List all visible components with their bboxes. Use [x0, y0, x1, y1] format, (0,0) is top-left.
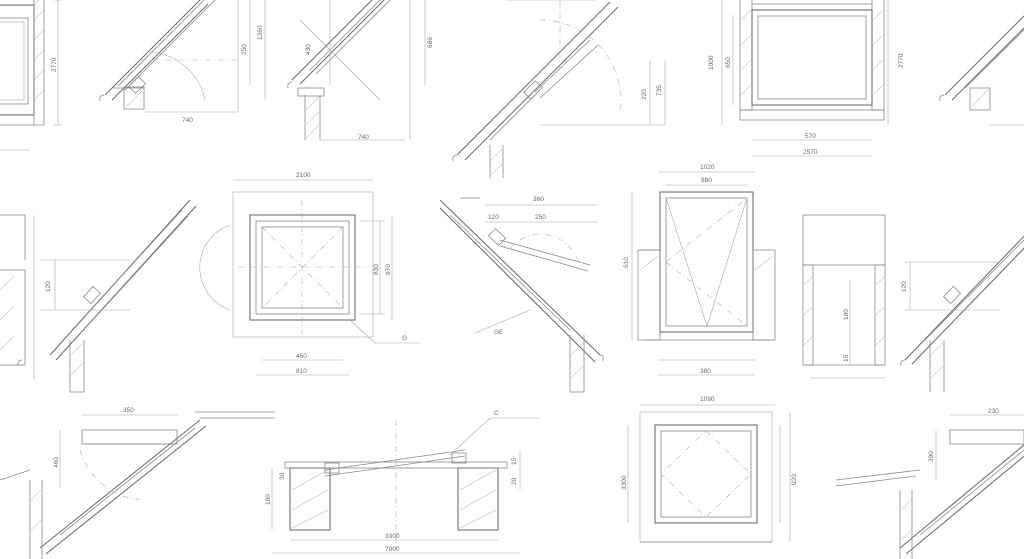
roof-section-bottom-left: 350 460: [0, 407, 275, 559]
dim-120-right: 120: [901, 281, 908, 292]
dim-1020: 1020: [700, 164, 715, 171]
dim-450: 450: [296, 353, 307, 360]
dim-610: 610: [623, 257, 630, 268]
dim-360: 360: [533, 196, 544, 203]
dim-740-s1: 740: [182, 117, 193, 124]
roof-section-bottom-right: 230 390: [835, 408, 1024, 559]
dim-g-label: G: [402, 335, 407, 342]
dim-15-b: 15: [511, 457, 518, 465]
roof-section-left-mid: 120: [0, 199, 197, 393]
dim-380: 380: [700, 368, 711, 375]
dim-1360: 1360: [257, 25, 264, 40]
dim-735: 735: [656, 85, 663, 96]
dim-250-mid: 250: [535, 214, 546, 221]
dim-2770-right: 2770: [898, 53, 905, 68]
dim-880: 880: [701, 177, 712, 184]
dim-2100: 2100: [296, 172, 311, 179]
dim-650: 650: [725, 57, 732, 68]
dim-120-mid: 120: [488, 214, 499, 221]
window-plan-diamond: 1090 3300 920: [621, 396, 798, 543]
dim-920: 920: [791, 474, 798, 485]
dim-180: 180: [843, 309, 850, 320]
dim-3300-b: 3300: [621, 475, 628, 490]
dim-2570: 2570: [803, 149, 818, 156]
dim-c-label: C: [494, 410, 499, 417]
dim-740-s2: 740: [358, 134, 369, 141]
roof-section-3: 220 735: [452, 0, 666, 178]
dim-1000: 1000: [708, 55, 715, 70]
dim-220: 220: [641, 89, 648, 100]
dim-1090: 1090: [700, 396, 715, 403]
window-section-right-mid: 180 15: [802, 214, 886, 379]
dim-ge-label: GE: [494, 329, 504, 336]
dim-15: 15: [843, 354, 850, 362]
dim-810: 810: [296, 368, 307, 375]
dim-430: 430: [305, 44, 312, 55]
dim-970: 970: [385, 264, 392, 275]
window-elevation-mid: 1020 880 610 380: [623, 164, 776, 376]
dim-570: 570: [805, 133, 816, 140]
dim-686: 686: [427, 37, 434, 48]
dim-460: 460: [53, 457, 60, 468]
dim-350: 350: [123, 407, 134, 414]
roof-section-right-mid: 120: [900, 235, 1024, 392]
window-plan-square: 2100 830 970 450 810 G: [199, 172, 420, 376]
dim-2770-left: 2770: [51, 57, 58, 72]
dim-120-left: 120: [45, 281, 52, 292]
dim-7000: 7000: [385, 546, 400, 553]
dim-390: 390: [928, 451, 935, 462]
dim-230: 230: [988, 408, 999, 415]
dim-830: 830: [373, 264, 380, 275]
dim-30: 30: [279, 472, 286, 480]
window-elevation-partial-left: 2770: [0, 0, 62, 151]
roof-section-open-sash: 360 120 250 GE: [439, 196, 604, 393]
dim-20: 20: [511, 477, 518, 485]
dim-250-s1: 250: [241, 44, 248, 55]
roof-section-1: 740 250 1360: [99, 0, 266, 124]
roof-section-right-top: [939, 15, 1024, 126]
flat-roof-section: C 180 30 15 20 3300 7000: [265, 410, 540, 554]
dim-3300: 3300: [385, 533, 400, 540]
dim-180-b: 180: [265, 494, 272, 505]
window-elevation-top: 570 2570 1000 650 2770: [708, 0, 905, 157]
roof-section-2: 740 430 686: [287, 0, 434, 141]
